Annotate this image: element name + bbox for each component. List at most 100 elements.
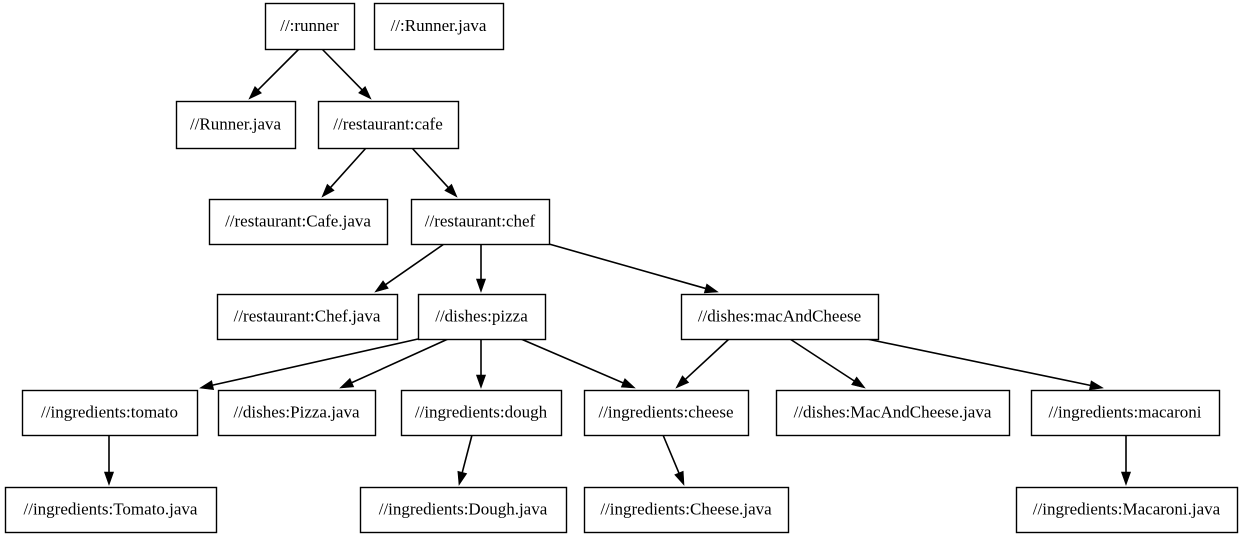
edge-line bbox=[520, 338, 624, 384]
edge-arrowhead bbox=[475, 374, 487, 389]
graph-node-dough_java[interactable]: //ingredients:Dough.java bbox=[359, 486, 568, 534]
graph-edge bbox=[199, 338, 419, 390]
graph-nodes-layer: //:runner //:Runner.java //Runner.java //re… bbox=[4, 2, 1239, 534]
graph-edge bbox=[411, 147, 458, 198]
node-box[interactable] bbox=[317, 100, 460, 150]
node-label: //restaurant:chef bbox=[425, 211, 536, 230]
edge-arrowhead bbox=[103, 471, 115, 486]
node-box[interactable] bbox=[680, 293, 880, 341]
graph-edge bbox=[339, 338, 449, 389]
node-box[interactable] bbox=[4, 486, 218, 534]
graph-node-ing_dough[interactable]: //ingredients:dough bbox=[400, 389, 563, 437]
graph-edge bbox=[675, 338, 730, 389]
node-box[interactable] bbox=[21, 389, 199, 437]
edge-arrowhead bbox=[199, 380, 215, 390]
edge-line bbox=[685, 338, 730, 380]
graph-edge bbox=[548, 243, 719, 294]
edge-arrowhead bbox=[358, 85, 372, 100]
node-box[interactable] bbox=[217, 389, 377, 437]
edge-line bbox=[662, 434, 680, 474]
node-label: //dishes:macAndCheese bbox=[698, 306, 861, 325]
edge-line bbox=[548, 243, 706, 290]
edge-arrowhead bbox=[1088, 380, 1104, 391]
graph-edge bbox=[520, 338, 636, 389]
graph-edge bbox=[321, 147, 367, 198]
edge-arrowhead bbox=[457, 470, 468, 486]
graph-edge bbox=[789, 338, 866, 389]
node-box[interactable] bbox=[373, 2, 505, 51]
graph-node-runner_java[interactable]: //Runner.java bbox=[175, 100, 297, 150]
edge-line bbox=[789, 338, 855, 382]
graph-edge bbox=[248, 48, 300, 100]
node-box[interactable] bbox=[410, 198, 551, 246]
node-box[interactable] bbox=[359, 486, 568, 534]
edge-arrowhead bbox=[339, 377, 355, 389]
node-box[interactable] bbox=[264, 2, 356, 51]
edge-arrowhead bbox=[620, 378, 636, 389]
graph-edge bbox=[475, 244, 487, 293]
graph-node-runner[interactable]: //:runner bbox=[264, 2, 356, 51]
edge-arrowhead bbox=[1120, 471, 1132, 486]
node-box[interactable] bbox=[216, 293, 399, 341]
edge-line bbox=[385, 243, 445, 286]
graph-node-cafe_java[interactable]: //restaurant:Cafe.java bbox=[208, 198, 389, 246]
edge-line bbox=[461, 434, 473, 473]
node-label: //ingredients:tomato bbox=[41, 402, 178, 421]
edge-arrowhead bbox=[674, 470, 685, 486]
node-label: //ingredients:Dough.java bbox=[379, 499, 548, 518]
edge-line bbox=[212, 338, 419, 386]
node-label: //:runner bbox=[280, 16, 339, 35]
graph-node-macaroni_java[interactable]: //ingredients:Macaroni.java bbox=[1015, 486, 1239, 534]
node-box[interactable] bbox=[400, 389, 563, 437]
edge-line bbox=[321, 48, 363, 91]
graph-edges-layer bbox=[103, 48, 1132, 486]
node-label: //ingredients:macaroni bbox=[1049, 402, 1202, 421]
node-label: //:Runner.java bbox=[391, 16, 487, 35]
edge-line bbox=[866, 338, 1091, 387]
edge-arrowhead bbox=[374, 280, 389, 293]
graph-edge bbox=[475, 339, 487, 389]
node-box[interactable] bbox=[208, 198, 389, 246]
node-box[interactable] bbox=[775, 389, 1011, 437]
edge-arrowhead bbox=[248, 86, 262, 100]
node-box[interactable] bbox=[583, 486, 790, 534]
node-label: //ingredients:Cheese.java bbox=[600, 499, 772, 518]
node-label: //ingredients:cheese bbox=[598, 402, 733, 421]
graph-node-dishes_mac[interactable]: //dishes:macAndCheese bbox=[680, 293, 880, 341]
graph-node-mac_java[interactable]: //dishes:MacAndCheese.java bbox=[775, 389, 1011, 437]
node-label: //Runner.java bbox=[190, 114, 282, 133]
edge-arrowhead bbox=[703, 283, 719, 294]
node-box[interactable] bbox=[175, 100, 297, 150]
node-label: //dishes:pizza bbox=[435, 306, 528, 325]
graph-node-cheese_java[interactable]: //ingredients:Cheese.java bbox=[583, 486, 790, 534]
graph-node-ing_cheese[interactable]: //ingredients:cheese bbox=[583, 389, 750, 437]
node-box[interactable] bbox=[583, 389, 750, 437]
graph-edge bbox=[457, 434, 473, 486]
edge-arrowhead bbox=[851, 376, 866, 389]
node-label: //restaurant:Chef.java bbox=[234, 306, 381, 325]
edge-arrowhead bbox=[321, 183, 335, 198]
node-label: //restaurant:Cafe.java bbox=[225, 211, 371, 230]
node-box[interactable] bbox=[1030, 389, 1221, 437]
graph-node-ing_tomato[interactable]: //ingredients:tomato bbox=[21, 389, 199, 437]
graph-node-restaurant_chef[interactable]: //restaurant:chef bbox=[410, 198, 551, 246]
graph-edge bbox=[866, 338, 1104, 391]
graph-node-runner_java_root[interactable]: //:Runner.java bbox=[373, 2, 505, 51]
graph-node-tomato_java[interactable]: //ingredients:Tomato.java bbox=[4, 486, 218, 534]
node-box[interactable] bbox=[1015, 486, 1239, 534]
graph-node-ing_macaroni[interactable]: //ingredients:macaroni bbox=[1030, 389, 1221, 437]
graph-node-restaurant_cafe[interactable]: //restaurant:cafe bbox=[317, 100, 460, 150]
graph-edge bbox=[374, 243, 445, 293]
graph-node-dishes_pizza[interactable]: //dishes:pizza bbox=[417, 293, 547, 341]
graph-node-chef_java[interactable]: //restaurant:Chef.java bbox=[216, 293, 399, 341]
edge-line bbox=[351, 338, 449, 384]
graph-edge bbox=[662, 434, 685, 486]
edge-line bbox=[411, 147, 449, 188]
graph-node-pizza_java[interactable]: //dishes:Pizza.java bbox=[217, 389, 377, 437]
edge-arrowhead bbox=[444, 183, 458, 198]
graph-edge bbox=[103, 435, 115, 486]
node-box[interactable] bbox=[417, 293, 547, 341]
node-label: //ingredients:dough bbox=[415, 402, 548, 421]
